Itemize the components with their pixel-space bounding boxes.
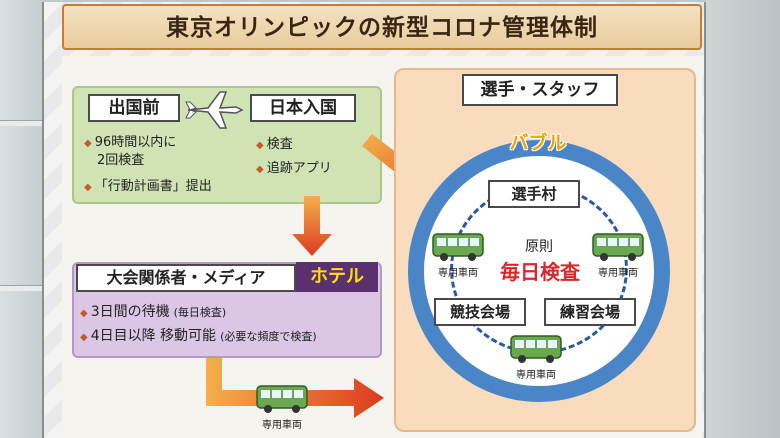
bottom-arrow	[206, 356, 384, 418]
departure-item: ◆96時間以内に	[84, 135, 177, 150]
daily-test-label: 毎日検査	[500, 260, 580, 284]
bus-icon	[256, 385, 308, 413]
practice-venue-label: 練習会場	[544, 298, 636, 326]
entry-item: ◆追跡アプリ	[256, 161, 332, 176]
diamond-bullet-icon: ◆	[256, 164, 264, 175]
competition-venue-label: 競技会場	[434, 298, 526, 326]
studio-background-right	[706, 0, 780, 438]
hotel-label: ホテル	[296, 262, 378, 292]
diamond-bullet-icon: ◆	[80, 332, 88, 343]
vehicle-caption: 専用車両	[516, 370, 556, 381]
staff-media-item: ◆4日目以降 移動可能(必要な頻度で検査)	[80, 328, 317, 344]
departure-label: 出国前	[88, 94, 180, 122]
railing	[0, 120, 48, 126]
bus-icon	[432, 233, 484, 261]
diamond-bullet-icon: ◆	[256, 140, 264, 151]
down-arrow	[292, 196, 332, 256]
vehicle-caption: 専用車両	[598, 268, 638, 279]
vehicle-caption: 専用車両	[262, 420, 302, 431]
title-band	[62, 4, 702, 50]
entry-label: 日本入国	[250, 94, 356, 122]
staff-media-label: 大会関係者・メディア	[76, 264, 296, 292]
bus-icon	[510, 335, 562, 363]
diamond-bullet-icon: ◆	[84, 182, 92, 193]
staff-media-item: ◆3日間の待機(毎日検査)	[80, 304, 227, 320]
page-title: 東京オリンピックの新型コロナ管理体制	[166, 15, 598, 41]
diamond-bullet-icon: ◆	[84, 138, 92, 149]
bus-icon	[592, 233, 644, 261]
vehicle-caption: 専用車両	[438, 268, 478, 279]
athletes-label: 選手・スタッフ	[462, 74, 618, 106]
bubble-label: バブル	[509, 132, 567, 154]
diamond-bullet-icon: ◆	[80, 308, 88, 319]
entry-item: ◆検査	[256, 137, 293, 152]
railing	[0, 285, 48, 291]
athletes-village-label: 選手村	[488, 180, 580, 208]
departure-item: ◆「行動計画書」提出	[84, 179, 212, 194]
principle-label: 原則	[525, 239, 553, 255]
airplane-icon	[185, 91, 244, 129]
departure-item: 2回検査	[97, 153, 145, 168]
studio-background-left	[0, 0, 48, 438]
